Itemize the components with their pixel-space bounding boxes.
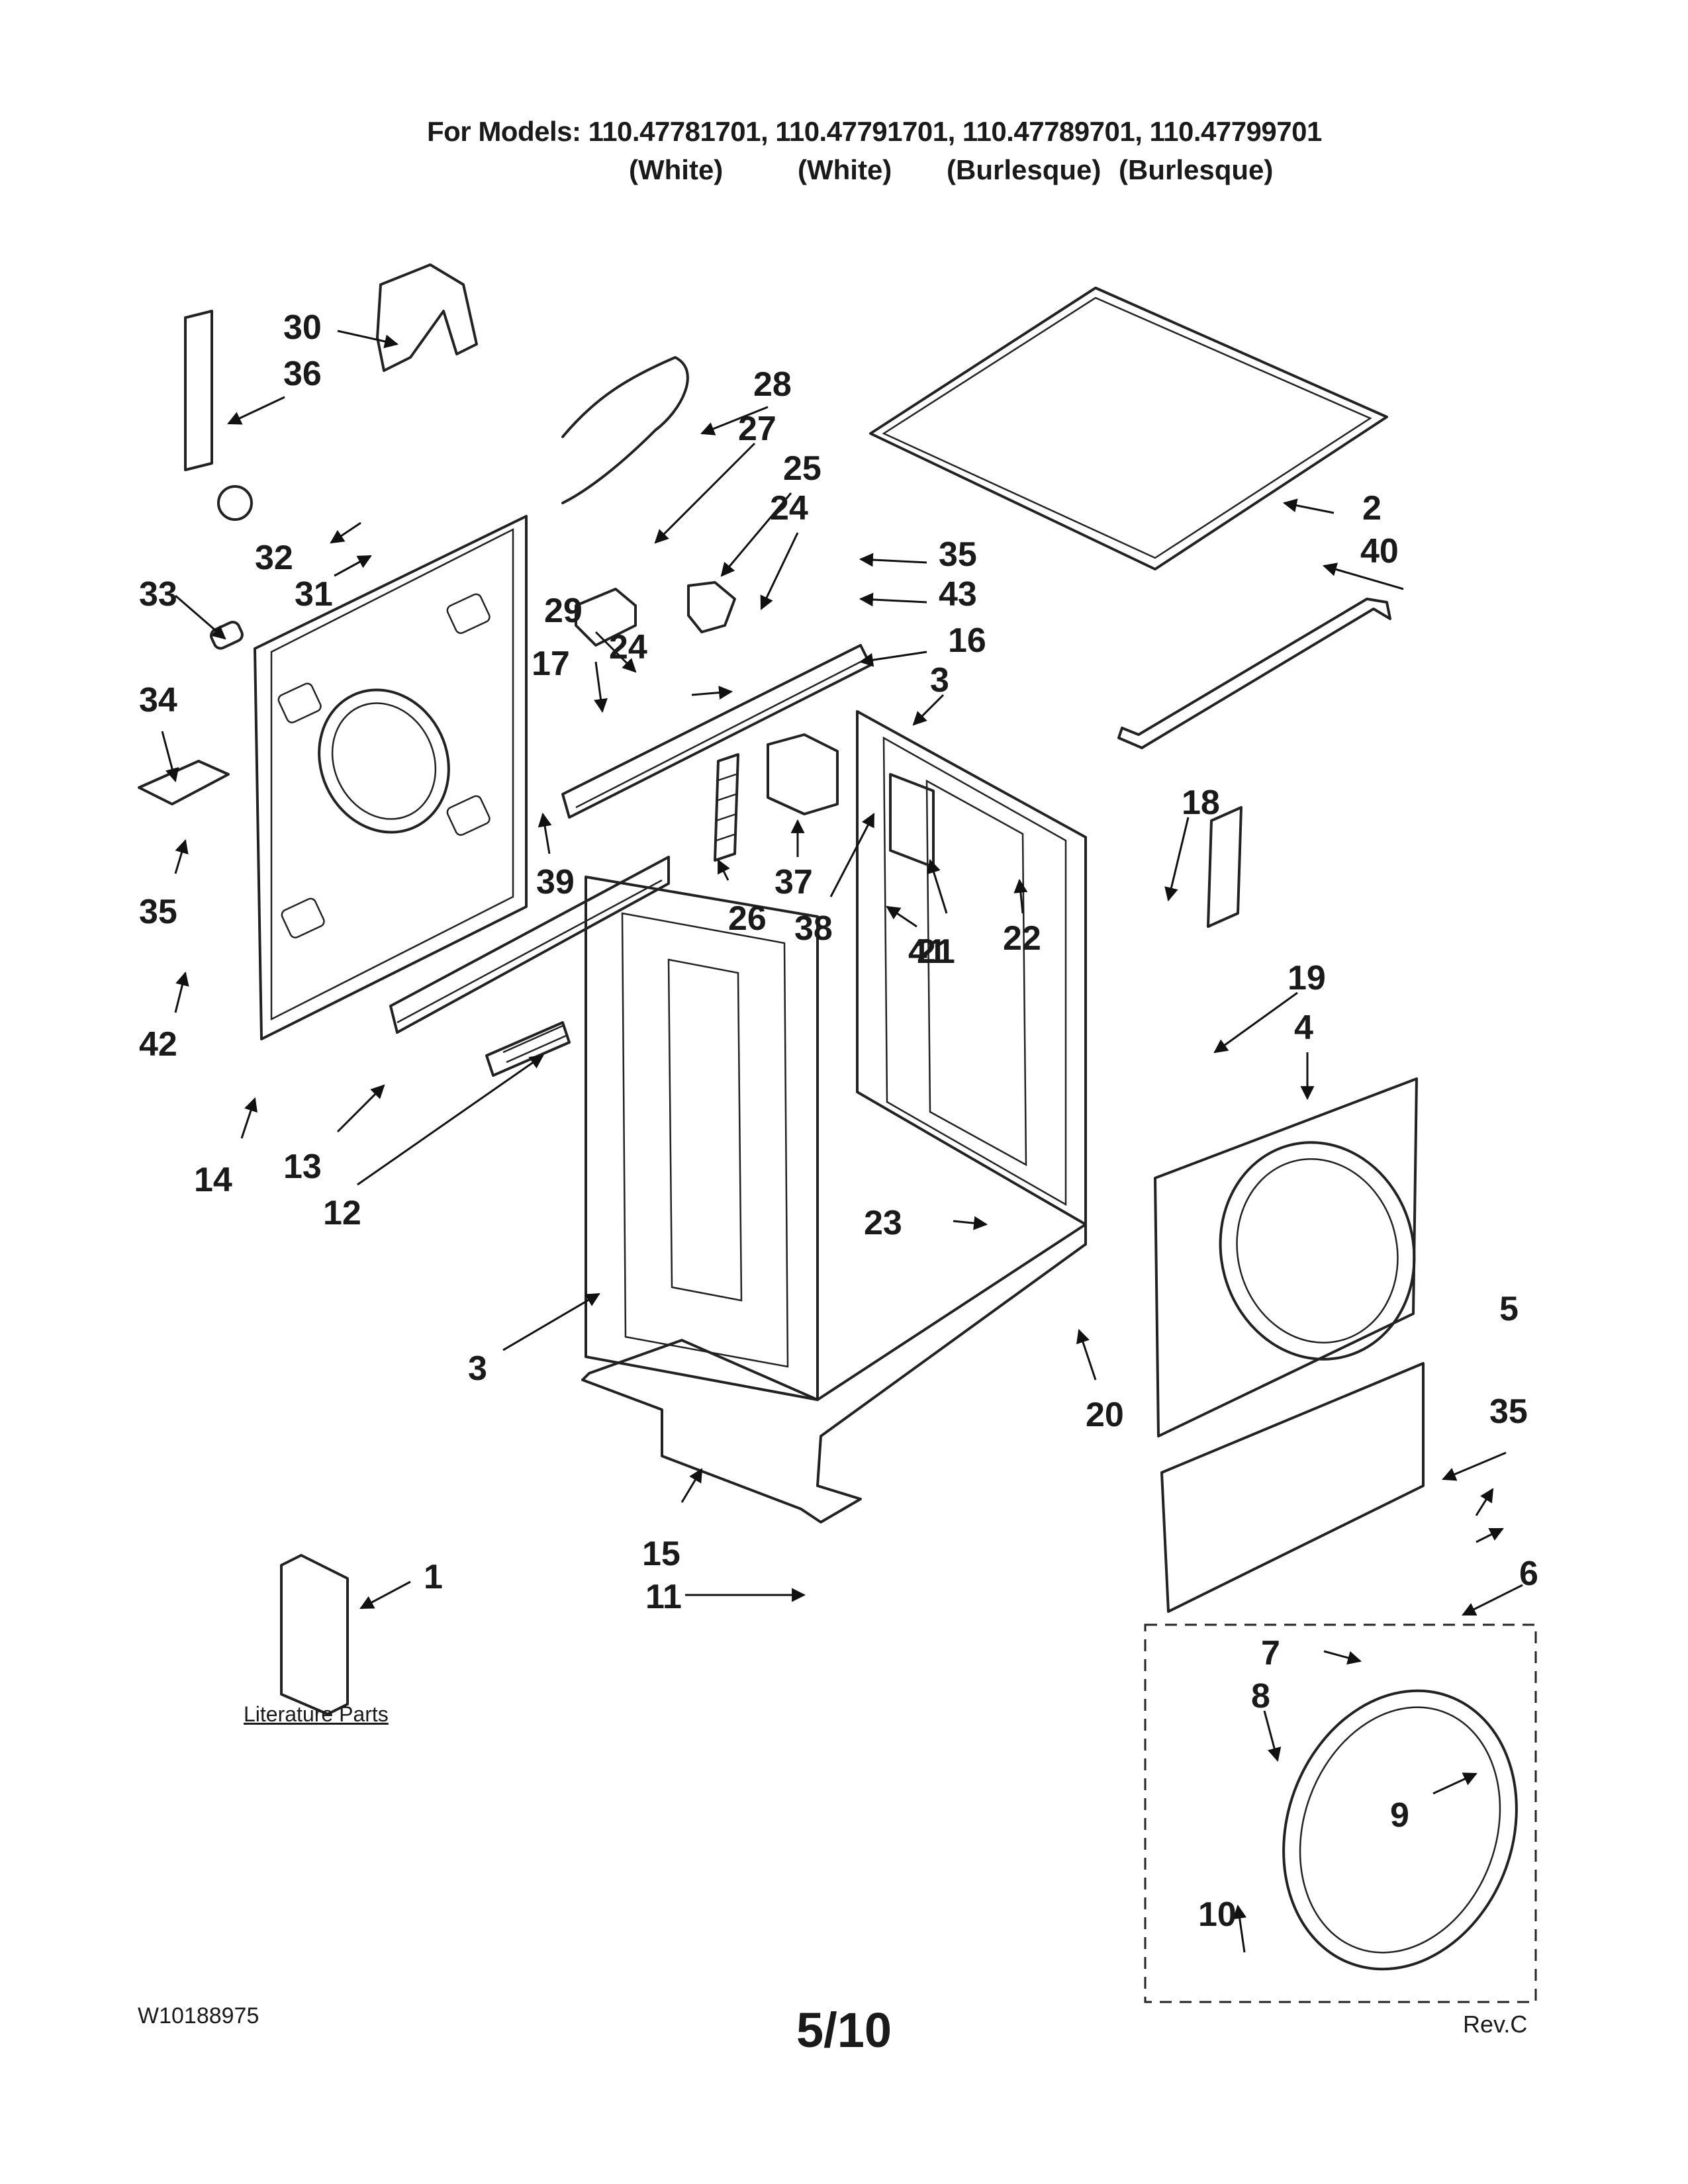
small-parts	[138, 263, 1243, 928]
callout-32: 32	[255, 539, 293, 577]
callout-8: 8	[1251, 1677, 1270, 1715]
callout-41: 41	[908, 933, 947, 971]
callout-31: 31	[295, 575, 333, 614]
color-label-4: (Burlesque)	[1119, 154, 1274, 185]
callout-30: 30	[283, 308, 322, 347]
door-assembly-box	[1144, 1623, 1537, 2003]
callout-36: 36	[283, 355, 322, 393]
callout-16: 16	[948, 621, 986, 660]
callout-25: 25	[783, 449, 821, 488]
cabinet-side-left	[585, 876, 819, 1401]
doc-number: W10188975	[138, 2003, 259, 2028]
callout-29: 29	[544, 592, 583, 630]
callout-24-mid: 24	[609, 628, 647, 666]
models-line: For Models: 110.47781701, 110.47791701, …	[427, 116, 1322, 147]
color-label-1: (White)	[629, 154, 724, 185]
callout-23: 23	[864, 1204, 902, 1242]
callout-35-right: 35	[1489, 1392, 1528, 1431]
callout-7: 7	[1261, 1634, 1280, 1672]
callout-6: 6	[1519, 1555, 1538, 1593]
callout-14: 14	[194, 1161, 232, 1199]
callout-43: 43	[939, 575, 977, 614]
callout-13: 13	[283, 1148, 322, 1186]
callout-5: 5	[1499, 1290, 1519, 1328]
color-label-3: (Burlesque)	[947, 154, 1102, 185]
callout-42: 42	[139, 1025, 177, 1064]
literature-booklet	[280, 1554, 349, 1715]
drain-hose	[714, 753, 739, 862]
callout-34: 34	[139, 681, 177, 719]
callout-4: 4	[1294, 1009, 1313, 1047]
callout-33: 33	[139, 575, 177, 614]
kick-panel	[1160, 1362, 1425, 1613]
callout-21: 21	[917, 933, 955, 971]
leader-lines	[161, 330, 1523, 1953]
color-label-2: (White)	[798, 154, 892, 185]
page-number: 5/10	[796, 2003, 892, 2058]
callout-2: 2	[1362, 489, 1382, 527]
callout-20: 20	[1086, 1396, 1124, 1434]
rear-bracket	[389, 856, 670, 1034]
top-brace	[1117, 598, 1391, 749]
callout-35-top: 35	[939, 535, 977, 574]
callout-3-right: 3	[930, 661, 949, 700]
callout-26: 26	[728, 899, 767, 938]
callout-11: 11	[645, 1578, 682, 1616]
callout-labels: 1 2 3 3 4 5 6 7 8 9 10 11 12 13 14 15 16…	[139, 308, 1538, 1934]
callout-15: 15	[642, 1535, 680, 1573]
callout-38: 38	[794, 909, 833, 948]
callout-39: 39	[536, 863, 575, 901]
callout-37: 37	[774, 863, 813, 901]
top-cover	[869, 287, 1388, 570]
callout-27: 27	[738, 410, 776, 448]
callout-18: 18	[1182, 784, 1220, 822]
revision: Rev.C	[1463, 2011, 1528, 2038]
callout-19: 19	[1288, 959, 1326, 997]
base-tray	[581, 1223, 1087, 1524]
callout-1: 1	[424, 1558, 443, 1596]
callout-24-top: 24	[770, 489, 808, 527]
filter	[767, 733, 839, 815]
heater	[485, 1021, 571, 1077]
callout-28: 28	[753, 365, 792, 404]
front-panel	[1154, 1077, 1418, 1437]
callout-9: 9	[1390, 1796, 1409, 1835]
literature-parts-label: Literature Parts	[244, 1702, 389, 1726]
callout-17: 17	[532, 645, 570, 683]
rear-panel	[254, 515, 528, 1040]
callout-10: 10	[1198, 1895, 1237, 1934]
callout-3-left: 3	[468, 1349, 487, 1388]
callout-22: 22	[1003, 919, 1041, 958]
callout-40: 40	[1360, 532, 1399, 570]
callout-35-left: 35	[139, 893, 177, 931]
callout-12: 12	[323, 1194, 361, 1232]
